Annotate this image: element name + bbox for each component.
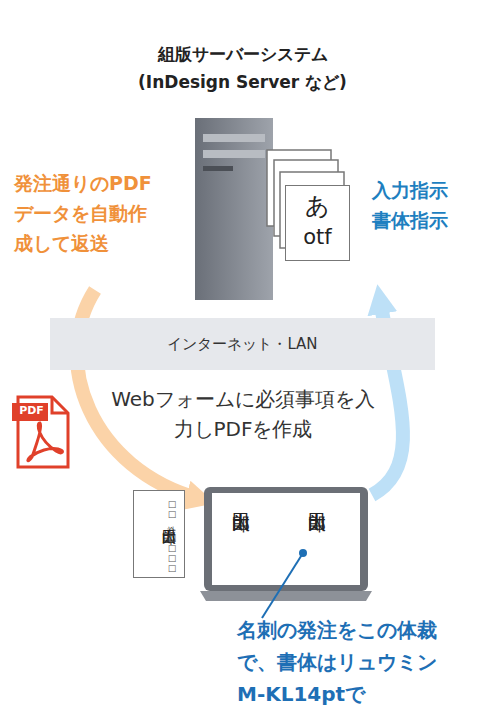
server-system: 組版サーバーシステム (InDesign Server など) あ otf	[95, 40, 390, 300]
instruction-text: Webフォームに必須事項を入力しPDFを作成	[108, 384, 378, 444]
laptop-screen-frame	[204, 487, 368, 591]
card-text-column: □□会社山田太郎□□□□	[160, 499, 178, 571]
laptop-illustration	[200, 485, 372, 605]
card-text: □□□□	[160, 533, 178, 573]
drive-slot	[203, 166, 233, 171]
drive-slot	[203, 134, 265, 142]
edge-label: 発注通りのPDFデータを自動作成して返送	[14, 168, 156, 258]
business-card: □□会社山田太郎□□□□	[133, 490, 185, 578]
system-heading: 組版サーバーシステム (InDesign Server など)	[128, 40, 358, 96]
pdf-icon-label: PDF	[15, 404, 48, 418]
drive-slot	[203, 150, 265, 158]
callout-note: 名刺の発注をこの体裁で、書体はリュウミンM-KL14ptで	[237, 614, 447, 710]
node-text: otf	[286, 224, 349, 250]
laptop-screen	[212, 493, 360, 585]
node-text: あ	[286, 192, 349, 220]
laptop-base	[200, 591, 372, 601]
card-text: □□会社	[160, 499, 178, 519]
laptop: 山田太郎山田太郎	[200, 485, 372, 605]
edge-label: 入力指示 書体指示	[372, 175, 464, 235]
font-file: あ otf	[285, 185, 350, 261]
node-text: インターネット・LAN	[50, 333, 435, 355]
network-band: インターネット・LAN	[50, 318, 435, 370]
server-tower	[195, 118, 273, 300]
